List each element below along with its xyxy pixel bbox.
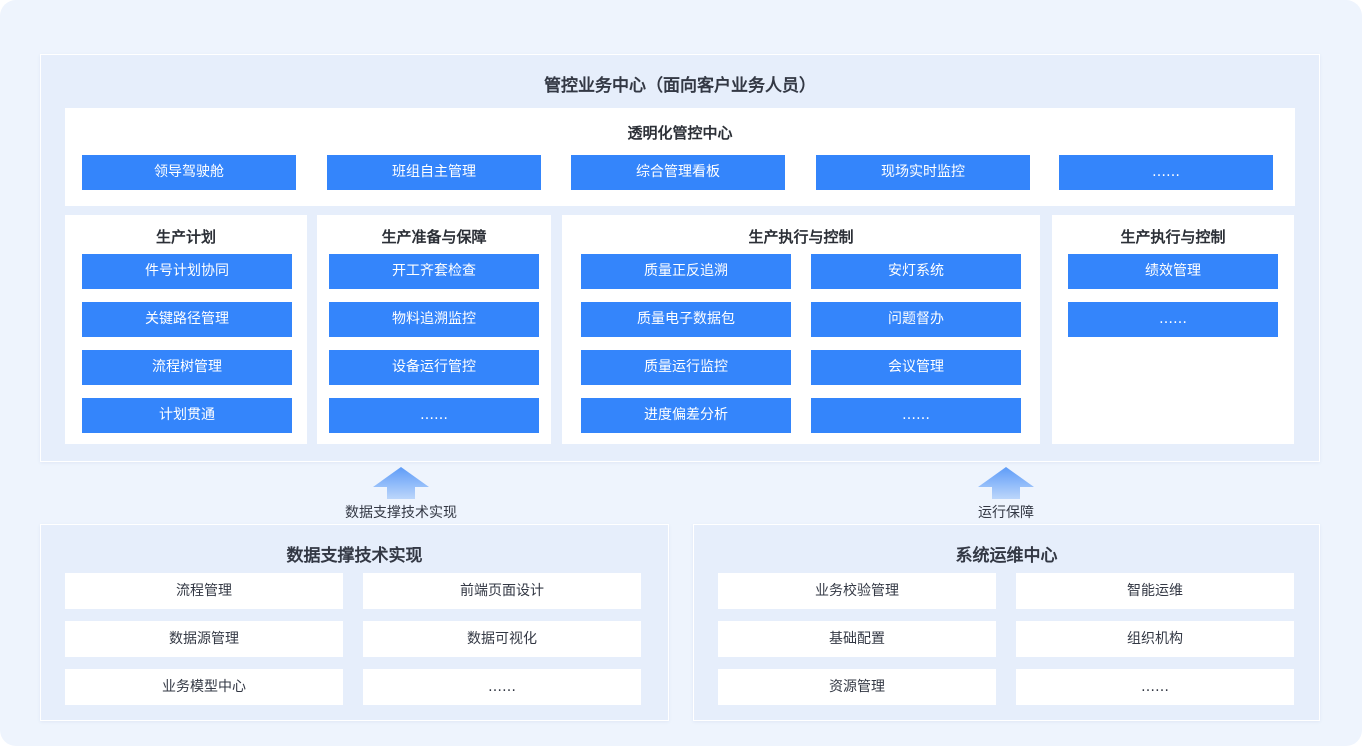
module-onsite-monitoring[interactable]: 现场实时监控 <box>816 155 1030 190</box>
data-support-item[interactable]: 业务模型中心 <box>65 669 343 705</box>
data-support-item[interactable]: 数据源管理 <box>65 621 343 657</box>
prep-item[interactable]: 设备运行管控 <box>329 350 539 385</box>
production-execution-title-2: 生产执行与控制 <box>1120 228 1226 246</box>
production-execution-card-2: 生产执行与控制 绩效管理 …… <box>1052 215 1294 444</box>
operations-arrow-label: 运行保障 <box>978 505 1034 521</box>
system-ops-item[interactable]: 智能运维 <box>1016 573 1294 609</box>
execution-item[interactable]: 会议管理 <box>811 350 1021 385</box>
module-cockpit[interactable]: 领导驾驶舱 <box>82 155 296 190</box>
execution2-item[interactable]: …… <box>1068 302 1278 337</box>
system-ops-item[interactable]: 组织机构 <box>1016 621 1294 657</box>
module-team-management[interactable]: 班组自主管理 <box>327 155 541 190</box>
data-support-item[interactable]: 流程管理 <box>65 573 343 609</box>
plan-item[interactable]: 件号计划协同 <box>82 254 292 289</box>
execution-item[interactable]: …… <box>811 398 1021 433</box>
data-support-item[interactable]: …… <box>363 669 641 705</box>
production-prep-card: 生产准备与保障 开工齐套检查 物料追溯监控 设备运行管控 …… <box>317 215 551 444</box>
system-ops-item[interactable]: …… <box>1016 669 1294 705</box>
production-plan-title: 生产计划 <box>155 228 216 246</box>
control-business-center-title: 管控业务中心（面向客户业务人员） <box>544 76 816 96</box>
up-arrow-icon <box>373 467 429 499</box>
production-execution-title: 生产执行与控制 <box>748 228 854 246</box>
production-execution-card: 生产执行与控制 质量正反追溯 质量电子数据包 质量运行监控 进度偏差分析 安灯系… <box>562 215 1040 444</box>
prep-item[interactable]: 物料追溯监控 <box>329 302 539 337</box>
plan-item[interactable]: 计划贯通 <box>82 398 292 433</box>
system-ops-panel: 系统运维中心 业务校验管理 基础配置 资源管理 智能运维 组织机构 …… <box>693 524 1320 721</box>
prep-item[interactable]: …… <box>329 398 539 433</box>
plan-item[interactable]: 流程树管理 <box>82 350 292 385</box>
execution-item[interactable]: 安灯系统 <box>811 254 1021 289</box>
module-more[interactable]: …… <box>1059 155 1273 190</box>
prep-item[interactable]: 开工齐套检查 <box>329 254 539 289</box>
data-support-panel: 数据支撑技术实现 流程管理 数据源管理 业务模型中心 前端页面设计 数据可视化 … <box>40 524 669 721</box>
production-prep-title: 生产准备与保障 <box>381 228 487 246</box>
execution-item[interactable]: 问题督办 <box>811 302 1021 337</box>
transparent-control-card: 透明化管控中心 领导驾驶舱 班组自主管理 综合管理看板 现场实时监控 …… <box>65 108 1295 206</box>
data-support-arrow-label: 数据支撑技术实现 <box>345 505 457 521</box>
system-ops-item[interactable]: 基础配置 <box>718 621 996 657</box>
execution-item[interactable]: 质量电子数据包 <box>581 302 791 337</box>
data-support-item[interactable]: 数据可视化 <box>363 621 641 657</box>
module-dashboard[interactable]: 综合管理看板 <box>571 155 785 190</box>
system-ops-item[interactable]: 资源管理 <box>718 669 996 705</box>
execution-item[interactable]: 质量正反追溯 <box>581 254 791 289</box>
execution-item[interactable]: 进度偏差分析 <box>581 398 791 433</box>
system-ops-item[interactable]: 业务校验管理 <box>718 573 996 609</box>
production-plan-card: 生产计划 件号计划协同 关键路径管理 流程树管理 计划贯通 <box>65 215 307 444</box>
data-support-title: 数据支撑技术实现 <box>286 546 423 566</box>
data-support-item[interactable]: 前端页面设计 <box>363 573 641 609</box>
up-arrow-icon <box>978 467 1034 499</box>
system-ops-title: 系统运维中心 <box>955 546 1058 566</box>
execution-item[interactable]: 质量运行监控 <box>581 350 791 385</box>
control-business-center-panel: 管控业务中心（面向客户业务人员） 透明化管控中心 领导驾驶舱 班组自主管理 综合… <box>40 54 1320 462</box>
execution2-item[interactable]: 绩效管理 <box>1068 254 1278 289</box>
transparent-control-title: 透明化管控中心 <box>627 124 733 142</box>
plan-item[interactable]: 关键路径管理 <box>82 302 292 337</box>
